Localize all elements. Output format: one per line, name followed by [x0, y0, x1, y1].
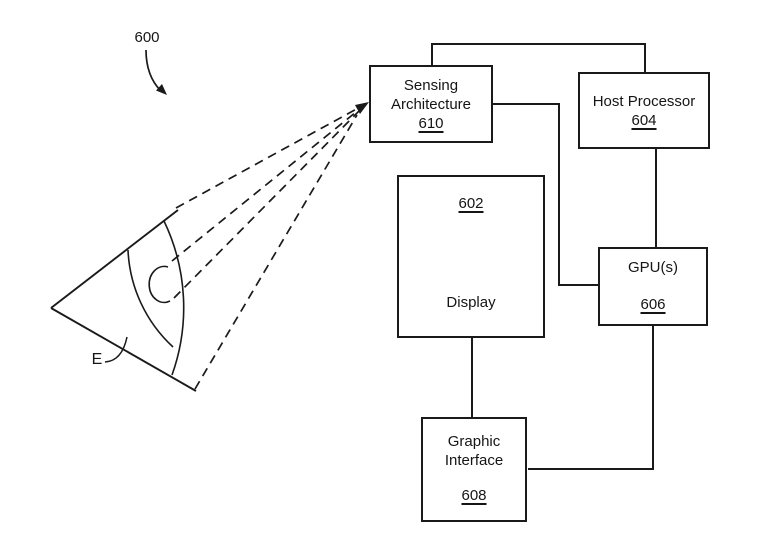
eye-label-leader-line: [104, 336, 128, 363]
box-graphic-interface: Graphic Interface 608: [421, 417, 527, 522]
graphic-interface-ref-numeral: 608: [461, 487, 487, 504]
gaze-dashed-line-4: [194, 114, 358, 390]
host-processor-ref-numeral: 604: [631, 111, 657, 129]
sensing-architecture-label-line1: Sensing: [403, 76, 459, 94]
sensing-architecture-ref-numeral: 610: [418, 114, 444, 132]
connector-sensing-gpu: [493, 103, 599, 286]
connector-sensing-host: [431, 43, 646, 73]
eye-pupil-arc: [148, 265, 171, 304]
display-label: Display: [446, 294, 496, 311]
host-processor-label: Host Processor: [592, 92, 696, 110]
sensing-architecture-label-line2: Architecture: [390, 95, 472, 113]
graphic-interface-label-line2: Interface: [444, 452, 504, 469]
box-display: 602 Display: [397, 175, 545, 338]
eye-drawing: [50, 209, 197, 392]
eye-iris-arc: [127, 249, 174, 348]
eye-cornea-arc: [163, 220, 185, 376]
gaze-dashed-line-3: [173, 109, 361, 299]
eye-label: E: [91, 351, 103, 368]
eye-upper-lid-line: [50, 209, 179, 309]
figure-number-arrow-curve: [145, 49, 162, 92]
box-sensing-architecture: Sensing Architecture 610: [369, 65, 493, 143]
gpu-label: GPU(s): [628, 259, 678, 276]
figure-number-label: 600: [134, 29, 160, 46]
figure-number-arrowhead-icon: [156, 84, 167, 95]
box-gpu: GPU(s) 606: [598, 247, 708, 326]
gpu-ref-numeral: 606: [640, 296, 666, 313]
gaze-dashed-line-1: [175, 105, 363, 209]
figure-number-arrow: [145, 49, 167, 95]
gaze-dashed-line-2: [171, 107, 362, 262]
graphic-interface-label-line1: Graphic: [447, 433, 501, 450]
display-ref-numeral: 602: [458, 195, 484, 212]
box-host-processor: Host Processor 604: [578, 72, 710, 149]
graphic-interface-label: Graphic Interface: [445, 432, 503, 470]
connector-gpu-graphic: [528, 325, 654, 470]
gaze-arrowhead-icon: [355, 102, 369, 114]
